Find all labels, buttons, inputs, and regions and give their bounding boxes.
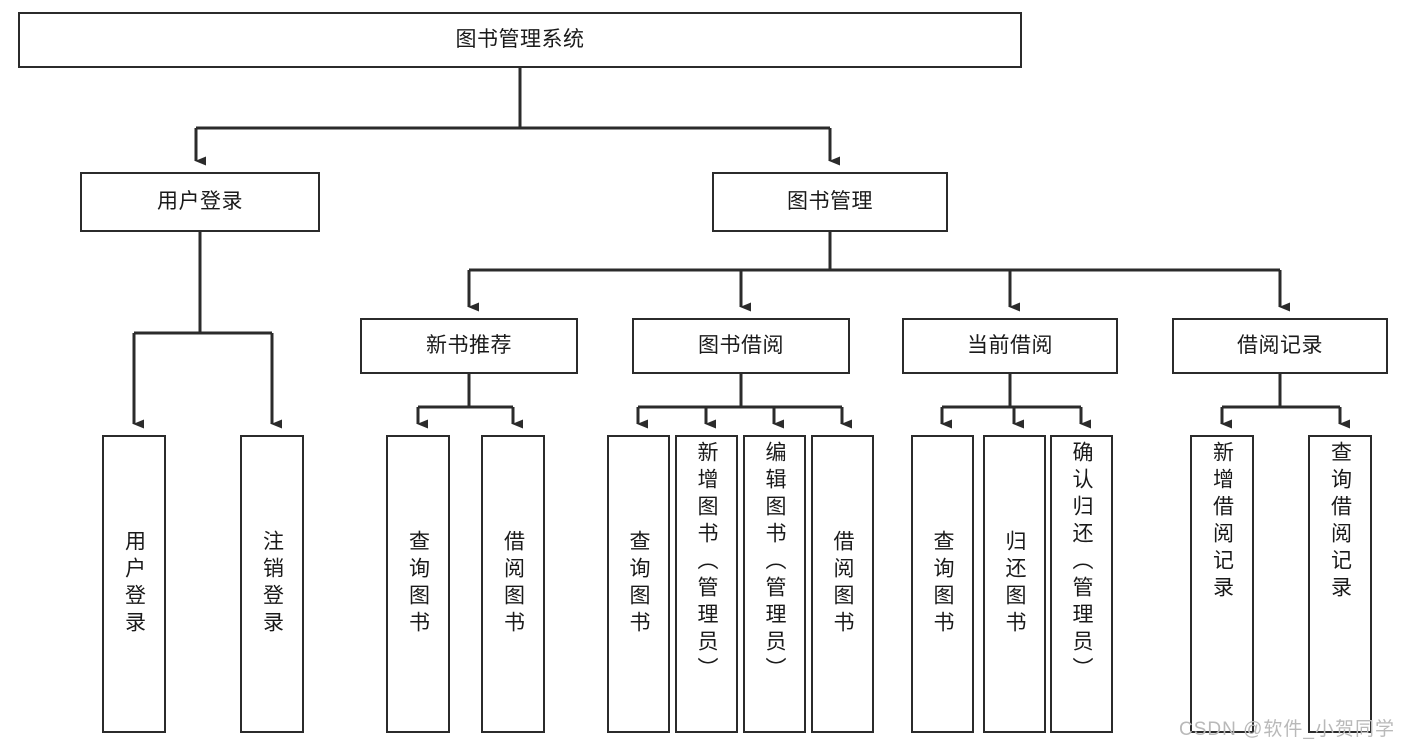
level3-node-新书推荐[interactable]: 新书推荐: [360, 318, 578, 374]
node-label: 查询图书: [931, 530, 954, 638]
leaf-node-用户登录[interactable]: 用户登录: [102, 435, 166, 733]
leaf-node-借阅图书[interactable]: 借阅图书: [811, 435, 874, 733]
connector-lines: [132, 68, 1350, 429]
level3-node-当前借阅[interactable]: 当前借阅: [902, 318, 1118, 374]
leaf-node-注销登录[interactable]: 注销登录: [240, 435, 304, 733]
node-label: 图书管理系统: [455, 28, 585, 52]
leaf-node-新增借阅记录[interactable]: 新增借阅记录: [1190, 435, 1254, 733]
leaf-node-确认归还管理员[interactable]: 确认归还（管理员）: [1050, 435, 1113, 733]
leaf-node-编辑图书管理员[interactable]: 编辑图书（管理员）: [743, 435, 806, 733]
leaf-node-借阅图书[interactable]: 借阅图书: [481, 435, 545, 733]
node-label: 图书管理: [787, 190, 873, 214]
node-label: 注销登录: [260, 530, 284, 638]
node-label: 编辑图书（管理员）: [763, 441, 786, 684]
level3-node-借阅记录[interactable]: 借阅记录: [1172, 318, 1388, 374]
node-label: 确认归还（管理员）: [1070, 441, 1093, 684]
leaf-node-查询图书[interactable]: 查询图书: [386, 435, 450, 733]
node-label: 归还图书: [1003, 530, 1026, 638]
level2-node-用户登录[interactable]: 用户登录: [80, 172, 320, 232]
level2-node-图书管理[interactable]: 图书管理: [712, 172, 948, 232]
leaf-node-查询图书[interactable]: 查询图书: [911, 435, 974, 733]
node-label: 用户登录: [157, 190, 243, 214]
node-label: 当前借阅: [967, 334, 1053, 358]
node-label: 图书借阅: [698, 334, 784, 358]
leaf-node-归还图书[interactable]: 归还图书: [983, 435, 1046, 733]
node-label: 借阅图书: [501, 530, 525, 638]
node-label: 查询图书: [406, 530, 430, 638]
node-label: 查询借阅记录: [1328, 441, 1352, 603]
level3-node-图书借阅[interactable]: 图书借阅: [632, 318, 850, 374]
node-label: 借阅图书: [831, 530, 854, 638]
node-label: 新增借阅记录: [1210, 441, 1234, 603]
root-node-图书管理系统[interactable]: 图书管理系统: [18, 12, 1022, 68]
node-label: 查询图书: [627, 530, 650, 638]
node-label: 新书推荐: [426, 334, 512, 358]
leaf-node-查询借阅记录[interactable]: 查询借阅记录: [1308, 435, 1372, 733]
node-label: 借阅记录: [1237, 334, 1323, 358]
node-label: 新增图书（管理员）: [695, 441, 718, 684]
leaf-node-查询图书[interactable]: 查询图书: [607, 435, 670, 733]
leaf-node-新增图书管理员[interactable]: 新增图书（管理员）: [675, 435, 738, 733]
node-label: 用户登录: [122, 530, 146, 638]
